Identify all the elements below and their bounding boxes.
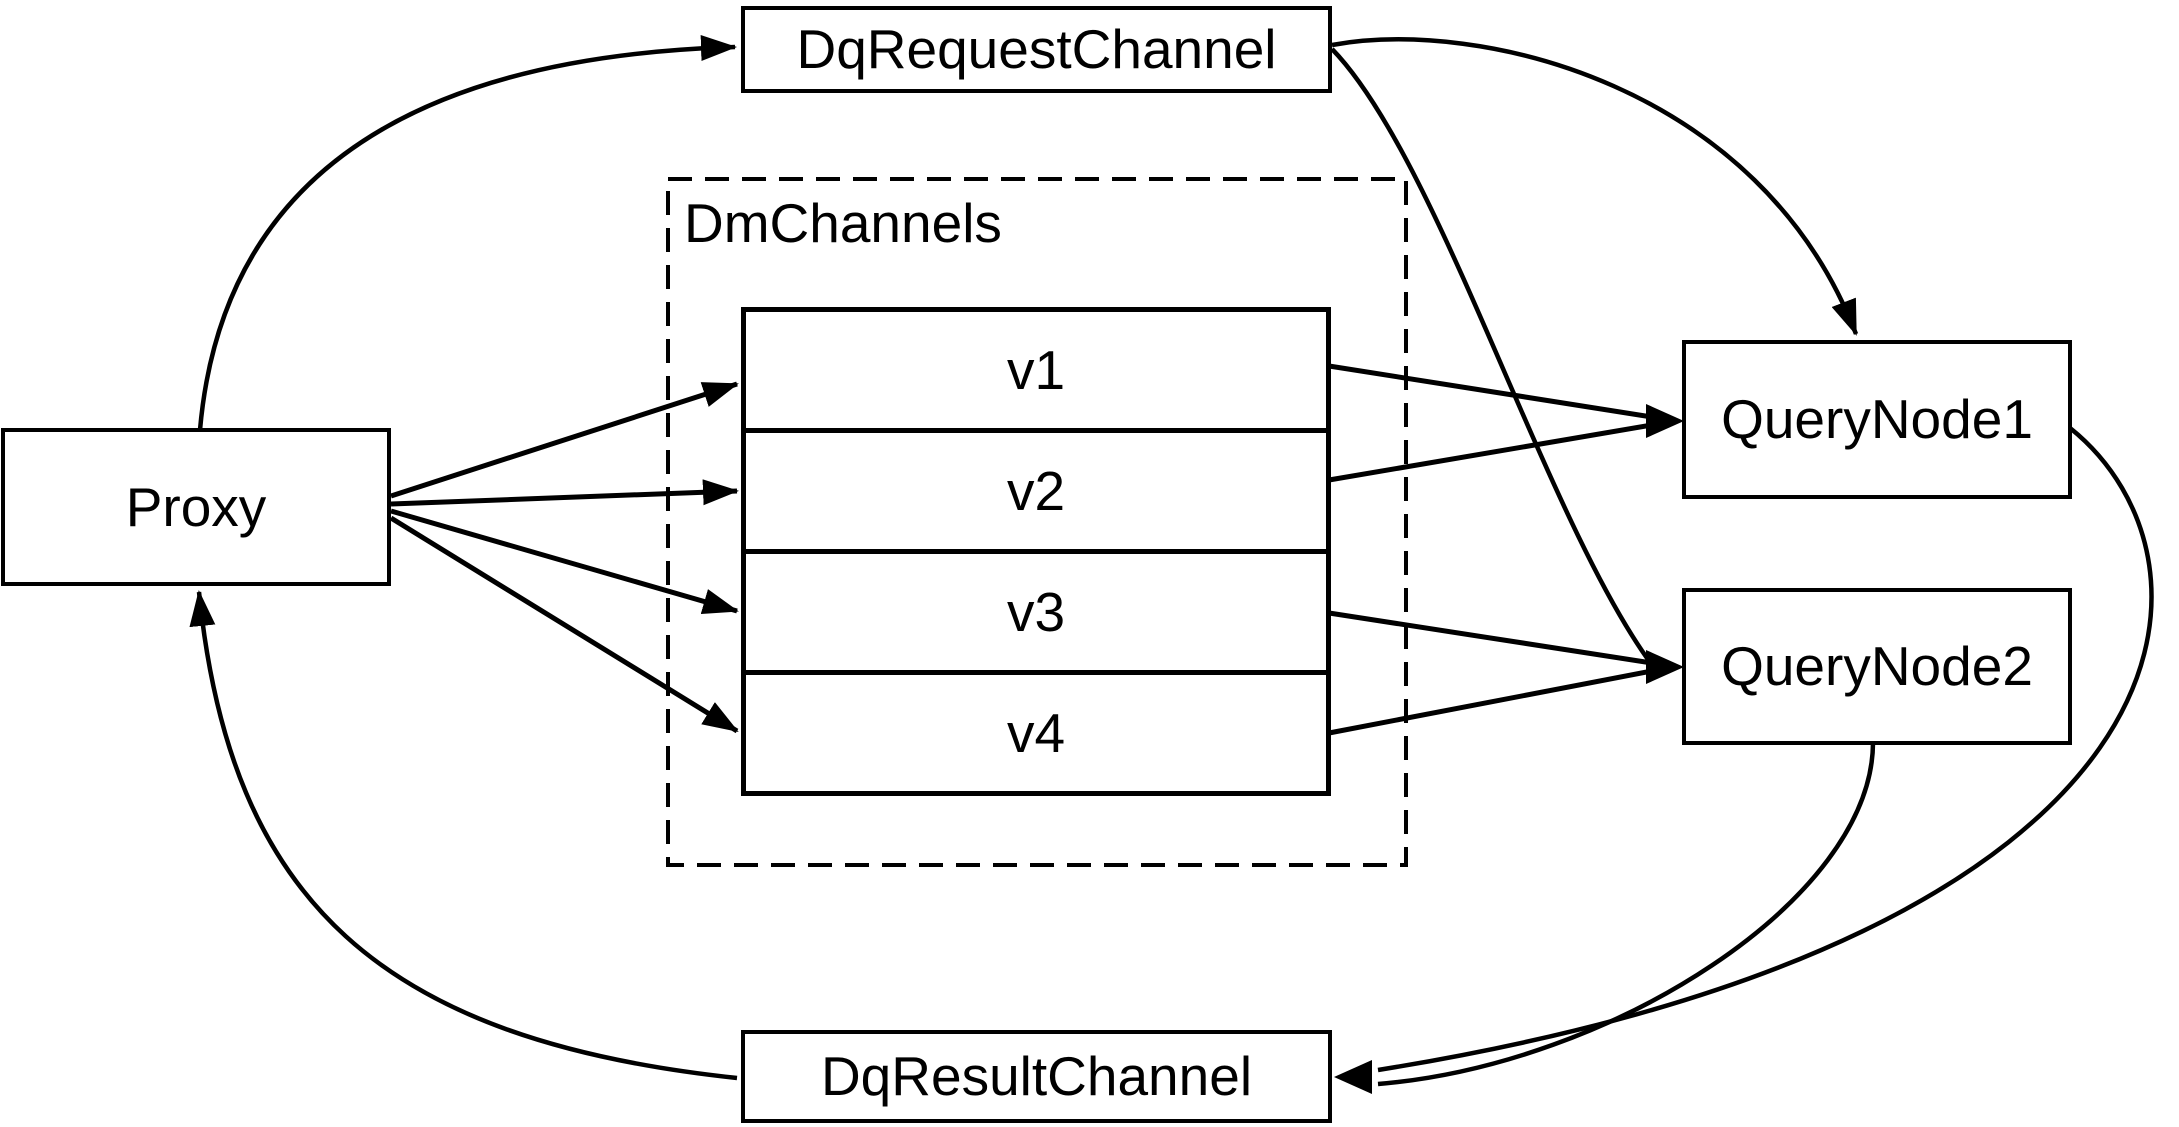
channel-v2-label: v2 [1006,459,1066,522]
node-dq-request-channel: DqRequestChannel [741,6,1332,93]
edge-dqrequestchannel-to-querynode1 [1331,37,1859,336]
channel-v4-label: v4 [1006,701,1066,764]
node-proxy: Proxy [1,428,391,586]
arrowhead-dqresultchannel-right [1334,1060,1372,1094]
channel-row-v2: v2 [746,433,1326,554]
node-dq-request-channel-label: DqRequestChannel [796,18,1277,80]
dm-channels-table: v1 v2 v3 v4 [741,307,1331,796]
edge-proxy-to-dqrequestchannel [197,35,737,431]
arrowhead-querynode1-left [1646,404,1684,438]
channel-row-v1: v1 [746,312,1326,433]
node-proxy-label: Proxy [125,475,267,538]
node-dq-result-channel-label: DqResultChannel [820,1045,1253,1107]
edge-dqrequestchannel-to-querynode2 [1330,47,1654,667]
node-query-node-1-label: QueryNode1 [1721,388,2033,450]
dm-channels-label: DmChannels [684,192,1002,254]
edge-proxy-to-v3 [390,508,739,615]
arrowhead-querynode2-left [1646,650,1684,684]
dm-channels-dashed-box [666,177,1408,867]
node-query-node-2: QueryNode2 [1682,588,2072,745]
channel-v1-label: v1 [1006,338,1066,401]
node-query-node-2-label: QueryNode2 [1721,635,2033,697]
edge-querynode2-to-dqresultchannel [1377,742,1876,1087]
node-query-node-1: QueryNode1 [1682,340,2072,499]
edge-proxy-to-v1 [390,381,739,499]
edge-v4-to-querynode2 [1328,668,1653,736]
edge-dqresultchannel-to-proxy [189,590,738,1081]
channel-v3-label: v3 [1006,580,1066,643]
edge-v3-to-querynode2 [1328,610,1653,666]
node-dq-result-channel: DqResultChannel [741,1030,1332,1123]
edge-v1-to-querynode1 [1328,363,1653,420]
channel-row-v3: v3 [746,554,1326,675]
edge-v2-to-querynode1 [1328,422,1653,483]
channel-row-v4: v4 [746,675,1326,791]
edge-proxy-to-v4 [389,515,739,734]
edge-proxy-to-v2 [390,479,739,507]
edge-querynode1-to-dqresultchannel [1377,426,2154,1073]
